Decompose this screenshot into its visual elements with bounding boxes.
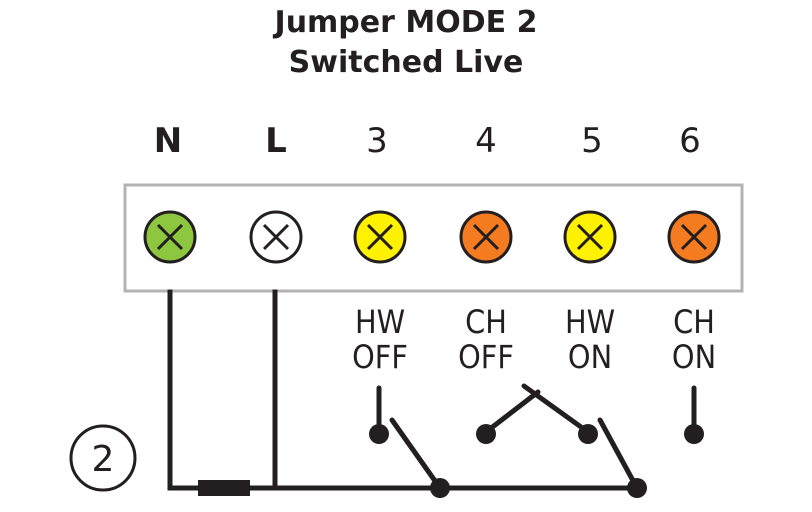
terminal-screw-cross <box>156 223 184 251</box>
ch-off-crossover <box>483 389 541 435</box>
ch-off-contact <box>476 424 496 444</box>
ch-switch-lever <box>597 417 640 491</box>
hw-switch-lever <box>389 417 443 491</box>
terminal-label-n: N <box>154 121 182 161</box>
function-label-hw-off-line1: HW <box>355 303 405 341</box>
terminal-screws <box>143 210 721 264</box>
ch-switch-pivot <box>627 478 647 498</box>
function-label-ch-on-line1: CH <box>673 303 715 341</box>
terminal-screw-4 <box>459 210 513 264</box>
hw-off-contact <box>369 424 389 444</box>
terminal-block <box>123 183 744 293</box>
hw-switch-pivot <box>430 478 450 498</box>
terminal-screw-cross <box>680 223 708 251</box>
function-label-hw-off-line2: OFF <box>352 338 408 376</box>
function-label-ch-on-line2: ON <box>672 338 716 376</box>
terminal-label-6: 6 <box>679 121 701 161</box>
terminal-label-l: L <box>265 121 287 161</box>
terminal-label-5: 5 <box>581 121 603 161</box>
terminal-screw-cross <box>472 223 500 251</box>
diagram-title-line2: Switched Live <box>288 45 524 80</box>
terminal-screw-n <box>143 210 197 264</box>
terminal-label-3: 3 <box>366 121 388 161</box>
terminal-screw-3 <box>353 210 407 264</box>
diagram-title-line1: Jumper MODE 2 <box>274 5 538 40</box>
jumper-link <box>198 480 250 496</box>
terminal-screw-cross <box>576 223 604 251</box>
hw-on-crossover <box>521 383 591 435</box>
hw-on-contact <box>578 424 598 444</box>
terminal-screw-cross <box>366 223 394 251</box>
terminal-screw-l <box>249 210 303 264</box>
terminal-screw-cross <box>262 223 290 251</box>
function-label-ch-off-line1: CH <box>465 303 507 341</box>
terminal-screw-6 <box>667 210 721 264</box>
function-label-ch-off-line2: OFF <box>458 338 514 376</box>
function-label-hw-on-line1: HW <box>565 303 615 341</box>
jumper-number-circle <box>69 424 137 492</box>
function-label-hw-on-line2: ON <box>568 338 612 376</box>
jumper-number: 2 <box>92 439 115 480</box>
terminal-label-4: 4 <box>475 121 497 161</box>
terminal-screw-5 <box>563 210 617 264</box>
ch-on-contact <box>684 424 704 444</box>
neutral-wire <box>167 289 443 491</box>
